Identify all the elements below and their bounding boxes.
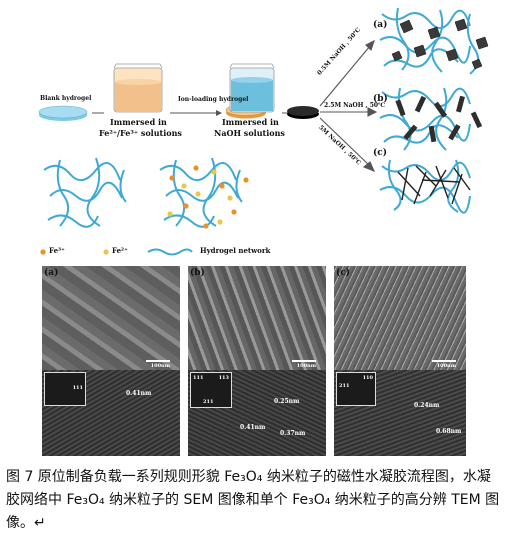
- spacing-a: 0.41nm: [126, 390, 152, 397]
- tem-image-a: 111 0.41nm: [42, 370, 180, 456]
- index-c2: 110: [362, 375, 373, 381]
- synthesis-scheme: [38, 7, 489, 256]
- index-b1: 111: [193, 375, 204, 381]
- scale-label-c: 100nm: [436, 363, 456, 369]
- fft-inset-c: 211 110: [336, 372, 376, 406]
- fft-inset-b: 111 113 211: [190, 372, 232, 408]
- legend-fe2-label: Fe²⁺: [112, 246, 128, 255]
- spacing-b3: 0.37nm: [280, 430, 306, 437]
- fft-inset-a: 111: [44, 372, 86, 406]
- spacing-b1: 0.25nm: [274, 398, 300, 405]
- panel-c-label: (c): [336, 268, 350, 278]
- panel-b-label: (b): [190, 268, 205, 278]
- product-a-label: (a): [373, 20, 388, 30]
- ion-loaded-network-illustration: [159, 157, 249, 229]
- product-c-label: (c): [373, 148, 387, 158]
- step1-label-line1: Immersed in: [110, 117, 167, 127]
- product-c-network: [379, 159, 471, 214]
- legend-network-label: Hydrogel network: [200, 246, 271, 255]
- legend-fe2-dot: [103, 249, 109, 255]
- scale-bar-c: [432, 360, 456, 362]
- magnetic-hydrogel-disk: [287, 106, 319, 119]
- scale-label-a: 100nm: [150, 363, 170, 369]
- product-b-network: [379, 87, 483, 151]
- step2-label-line1: Immersed in: [222, 117, 279, 127]
- product-b-label: (b): [373, 94, 388, 104]
- route-arrows: [319, 39, 378, 173]
- sem-image-a: (a) 100nm: [42, 266, 180, 370]
- panel-a-label: (a): [44, 268, 59, 278]
- index-b2: 113: [218, 375, 229, 381]
- product-a-network: [379, 7, 489, 75]
- sem-image-b: (b) 100nm: [188, 266, 326, 370]
- index-b3: 211: [203, 399, 214, 405]
- sem-image-c: (c) 100nm: [334, 266, 466, 370]
- ion-loading-label: Ion-loading hydrogel: [178, 96, 249, 103]
- legend-network-line: [147, 248, 193, 256]
- tem-image-b: 111 113 211 0.25nm 0.41nm 0.37nm: [188, 370, 326, 456]
- tem-image-c: 211 110 0.24nm 0.68nm: [334, 370, 466, 456]
- legend-fe3-label: Fe³⁺: [49, 246, 65, 255]
- figure-caption: 图 7 原位制备负载一系列规则形貌 Fe₃O₄ 纳米粒子的磁性水凝胶流程图，水凝…: [6, 469, 500, 531]
- blank-hydrogel-disk: [38, 105, 88, 121]
- blank-hydrogel-label: Blank hydrogel: [40, 95, 92, 102]
- beaker-fe-solution: [113, 63, 163, 113]
- step1-label-line2: Fe²⁺/Fe³⁺ solutions: [99, 128, 182, 138]
- index-a: 111: [72, 385, 83, 391]
- beaker-naoh-solution: [229, 63, 275, 113]
- legend-fe3-dot: [40, 249, 46, 255]
- step2-label-line2: NaOH solutions: [214, 128, 285, 138]
- scale-bar-a: [146, 360, 170, 362]
- spacing-c2: 0.68nm: [436, 428, 462, 435]
- scale-bar-b: [292, 360, 316, 362]
- index-c1: 211: [339, 383, 350, 389]
- blank-network-illustration: [43, 157, 127, 228]
- route-b-label: 2.5M NaOH , 50℃: [324, 102, 386, 109]
- spacing-b2: 0.41nm: [240, 424, 266, 431]
- scale-label-b: 100nm: [296, 363, 316, 369]
- spacing-c1: 0.24nm: [414, 402, 440, 409]
